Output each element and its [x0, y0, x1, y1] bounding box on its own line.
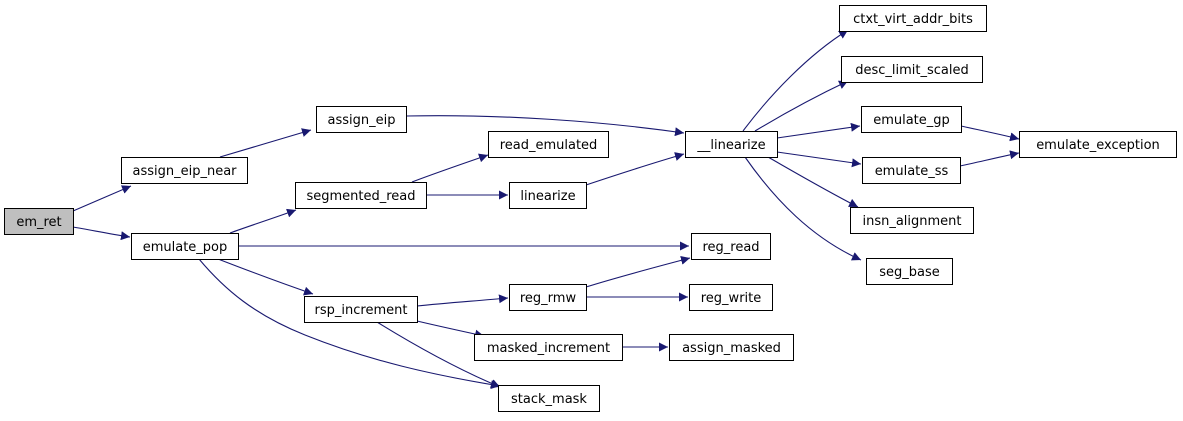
node-box-rsp_increment[interactable]: [304, 296, 418, 323]
node-label-assign_eip: assign_eip: [328, 113, 396, 128]
node-reg_write[interactable]: reg_write: [689, 284, 773, 311]
edge-rsp_increment-to-masked_increment: [416, 320, 485, 339]
node-label-reg_rmw: reg_rmw: [520, 291, 577, 306]
edges-layer: [72, 29, 1020, 389]
edge-assign_eip-to-__linearize: [405, 115, 685, 137]
node-box-masked_increment[interactable]: [474, 334, 623, 361]
edge-rsp_increment-to-stack_mask: [376, 321, 501, 388]
node-box-reg_write[interactable]: [689, 284, 773, 311]
edge-em_ret-to-emulate_pop: [72, 226, 131, 241]
node-label-seg_base: seg_base: [879, 265, 940, 280]
edge-em_ret-to-assign_eip_near: [72, 185, 132, 212]
node-box-read_emulated[interactable]: [488, 131, 609, 158]
node-box-assign_eip_near[interactable]: [121, 157, 248, 184]
node-reg_rmw[interactable]: reg_rmw: [509, 284, 587, 311]
node-box-segmented_read[interactable]: [295, 182, 427, 209]
node-label-linearize: linearize: [520, 189, 575, 204]
node-label-segmented_read: segmented_read: [306, 189, 415, 204]
edge-reg_rmw-to-reg_read: [585, 255, 691, 288]
node-label-reg_write: reg_write: [701, 291, 762, 306]
node-box-insn_alignment[interactable]: [850, 207, 974, 234]
node-box-emulate_exception[interactable]: [1019, 131, 1177, 158]
node-linearize[interactable]: linearize: [509, 182, 587, 209]
node-box-reg_rmw[interactable]: [509, 284, 587, 311]
node-rsp_increment[interactable]: rsp_increment: [304, 296, 418, 323]
node-assign_eip[interactable]: assign_eip: [316, 106, 407, 133]
node-label-masked_increment: masked_increment: [487, 341, 610, 356]
node-box-ctxt_virt_addr_bits[interactable]: [839, 5, 987, 32]
edge-linearize-to-__linearize: [585, 152, 685, 186]
node-label-emulate_pop: emulate_pop: [143, 240, 228, 255]
node-box-reg_read[interactable]: [691, 233, 771, 260]
node-box-desc_limit_scaled[interactable]: [841, 56, 983, 83]
node-box-assign_eip[interactable]: [316, 106, 407, 133]
node-emulate_pop[interactable]: emulate_pop: [131, 233, 239, 260]
edge-__linearize-to-emulate_gp: [776, 122, 861, 139]
node-label-stack_mask: stack_mask: [511, 392, 587, 407]
node-emulate_exception[interactable]: emulate_exception: [1019, 131, 1177, 158]
node-label-assign_eip_near: assign_eip_near: [132, 164, 237, 179]
node-label-desc_limit_scaled: desc_limit_scaled: [855, 63, 969, 78]
node-label-em_ret: em_ret: [16, 215, 61, 230]
edge-emulate_gp-to-emulate_exception: [960, 125, 1020, 142]
edge-rsp_increment-to-reg_rmw: [416, 294, 509, 307]
node-box-linearize[interactable]: [509, 182, 587, 209]
edge-__linearize-to-emulate_ss: [776, 151, 862, 168]
node-box-__linearize[interactable]: [685, 131, 778, 158]
node-label-emulate_exception: emulate_exception: [1036, 138, 1160, 153]
node-box-em_ret[interactable]: [4, 208, 74, 235]
node-box-emulate_pop[interactable]: [131, 233, 239, 260]
node-masked_increment[interactable]: masked_increment: [474, 334, 623, 361]
node-ctxt_virt_addr_bits[interactable]: ctxt_virt_addr_bits: [839, 5, 987, 32]
node-segmented_read[interactable]: segmented_read: [295, 182, 427, 209]
node-label-ctxt_virt_addr_bits: ctxt_virt_addr_bits: [853, 12, 973, 27]
node-box-seg_base[interactable]: [866, 258, 953, 285]
edge-assign_eip_near-to-assign_eip: [219, 128, 312, 158]
node-desc_limit_scaled[interactable]: desc_limit_scaled: [841, 56, 983, 83]
node-label-assign_masked: assign_masked: [682, 341, 781, 356]
node-em_ret[interactable]: em_ret: [4, 208, 74, 235]
node-emulate_ss[interactable]: emulate_ss: [862, 157, 961, 184]
node-label-rsp_increment: rsp_increment: [315, 303, 408, 318]
node-stack_mask[interactable]: stack_mask: [498, 385, 600, 412]
node-label-emulate_ss: emulate_ss: [875, 164, 949, 179]
edge-emulate_pop-to-stack_mask: [198, 258, 501, 389]
edge-__linearize-to-seg_base: [744, 156, 862, 261]
edge-segmented_read-to-read_emulated: [411, 153, 489, 183]
node-emulate_gp[interactable]: emulate_gp: [861, 106, 962, 133]
node-box-stack_mask[interactable]: [498, 385, 600, 412]
node-label-emulate_gp: emulate_gp: [873, 113, 950, 128]
node-label-reg_read: reg_read: [702, 240, 759, 255]
node-label-__linearize: __linearize: [696, 138, 765, 153]
edge-emulate_pop-to-segmented_read: [229, 208, 297, 234]
edge-emulate_pop-to-rsp_increment: [217, 258, 314, 296]
node-seg_base[interactable]: seg_base: [866, 258, 953, 285]
node-box-assign_masked[interactable]: [669, 334, 794, 361]
node-read_emulated[interactable]: read_emulated: [488, 131, 609, 158]
node-assign_eip_near[interactable]: assign_eip_near: [121, 157, 248, 184]
edge-emulate_ss-to-emulate_exception: [959, 150, 1020, 167]
edge-__linearize-to-insn_alignment: [767, 156, 859, 208]
node-__linearize[interactable]: __linearize: [685, 131, 778, 158]
node-reg_read[interactable]: reg_read: [691, 233, 771, 260]
nodes-layer: em_ret assign_eip_near emulate_pop assign_e…: [4, 5, 1177, 412]
edge-__linearize-to-desc_limit_scaled: [754, 80, 849, 132]
node-label-read_emulated: read_emulated: [500, 138, 598, 153]
edge-__linearize-to-ctxt_virt_addr_bits: [742, 29, 849, 132]
node-insn_alignment[interactable]: insn_alignment: [850, 207, 974, 234]
node-assign_masked[interactable]: assign_masked: [669, 334, 794, 361]
node-box-emulate_ss[interactable]: [862, 157, 961, 184]
node-box-emulate_gp[interactable]: [861, 106, 962, 133]
node-label-insn_alignment: insn_alignment: [862, 214, 961, 229]
